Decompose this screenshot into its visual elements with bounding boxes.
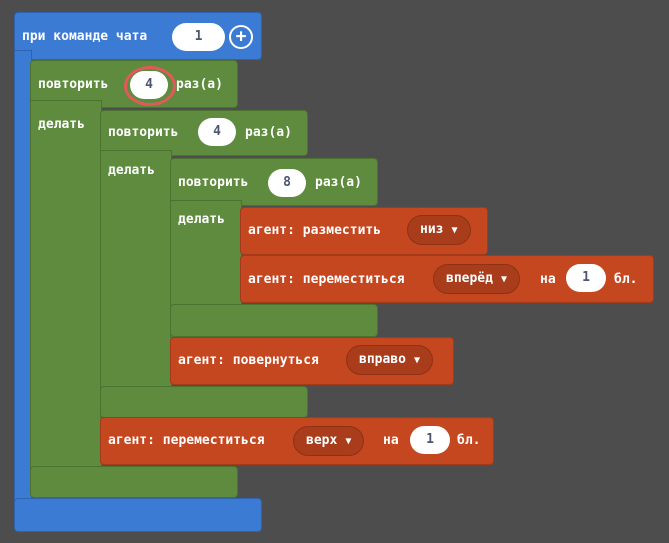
move-amount-input[interactable]: 1 [566, 264, 606, 292]
dropdown-value: низ [420, 222, 444, 237]
dropdown-arrow-icon: ▼ [413, 355, 420, 366]
repeat-count-input[interactable]: 8 [268, 169, 306, 197]
repeat-block-middle-bottom [100, 386, 308, 418]
repeat-suffix: раз(а) [245, 125, 292, 140]
repeat-block-inner-bottom [170, 304, 378, 337]
dropdown-arrow-icon: ▼ [451, 225, 458, 236]
on-label: на [540, 272, 556, 287]
do-label: делать [108, 163, 155, 178]
turn-direction-dropdown[interactable]: вправо ▼ [346, 345, 433, 375]
dropdown-value: вперёд [446, 271, 493, 286]
repeat-count-input[interactable]: 4 [198, 118, 236, 146]
repeat-block-outer-arm [30, 100, 102, 498]
repeat-suffix: раз(а) [176, 77, 223, 92]
chat-command-label: при команде чата [22, 29, 148, 44]
dropdown-value: верх [306, 433, 338, 448]
unit-label: бл. [614, 272, 638, 287]
move-amount-input[interactable]: 1 [410, 426, 450, 454]
highlight-ring [124, 66, 176, 106]
agent-move-label: агент: переместиться [248, 272, 405, 287]
move-direction-dropdown[interactable]: вперёд ▼ [433, 264, 520, 294]
unit-label: бл. [457, 433, 481, 448]
agent-place-label: агент: разместить [248, 223, 382, 238]
place-direction-dropdown[interactable]: низ ▼ [407, 215, 471, 245]
dropdown-arrow-icon: ▼ [345, 436, 352, 447]
repeat-block-outer-bottom [30, 466, 238, 498]
do-label: делать [178, 212, 225, 227]
repeat-label: повторить [38, 77, 109, 92]
agent-turn-label: агент: повернуться [178, 353, 319, 368]
command-input[interactable]: 1 [172, 23, 225, 51]
add-icon[interactable]: + [229, 25, 253, 49]
dropdown-arrow-icon: ▼ [500, 274, 507, 285]
agent-move-label: агент: переместиться [108, 433, 265, 448]
chat-command-block-bottom [14, 498, 262, 532]
repeat-block-middle-arm [100, 150, 172, 418]
do-label: делать [38, 117, 85, 132]
repeat-suffix: раз(а) [315, 175, 362, 190]
move-direction-dropdown[interactable]: верх ▼ [293, 426, 365, 456]
dropdown-value: вправо [359, 352, 406, 367]
on-label: на [383, 433, 399, 448]
repeat-label: повторить [178, 175, 249, 190]
repeat-label: повторить [108, 125, 179, 140]
